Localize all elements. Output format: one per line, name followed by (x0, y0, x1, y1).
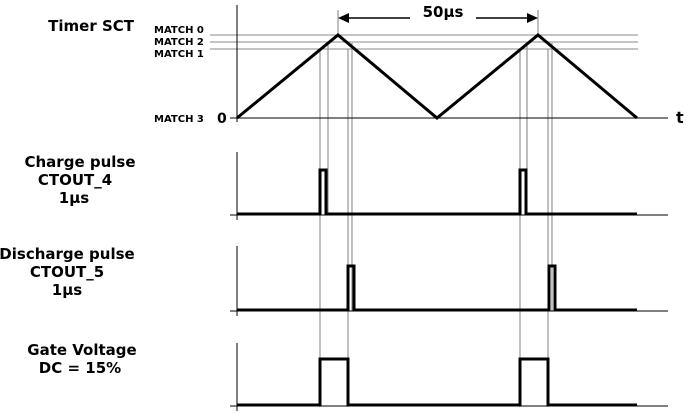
match2-label: MATCH 2 (154, 37, 204, 48)
match3-label: MATCH 3 (154, 114, 204, 125)
discharge-pulse-title: Discharge pulse (0, 245, 135, 263)
discharge-pulse-output: CTOUT_5 (30, 263, 104, 281)
discharge-pulse-waveform (237, 264, 637, 312)
gate-voltage-waveform (237, 357, 637, 407)
period-label-bg (410, 3, 476, 21)
discharge-pulse-width: 1µs (52, 281, 82, 299)
gate-voltage-duty: DC = 15% (39, 359, 121, 377)
match-level-lines (210, 34, 638, 50)
time-axis-label: t (676, 108, 684, 127)
charge-pulse-width: 1µs (59, 189, 89, 207)
charge-pulse-waveform (237, 168, 637, 216)
match-guide-lines (319, 10, 553, 407)
period-label: 50µs (423, 3, 464, 21)
zero-label: 0 (217, 111, 227, 127)
timer-triangle-waveform (236, 33, 638, 120)
match0-label: MATCH 0 (154, 25, 204, 36)
timer-title: Timer SCT (48, 17, 135, 35)
match1-label: MATCH 1 (154, 49, 204, 60)
charge-pulse-output: CTOUT_4 (38, 171, 112, 189)
charge-pulse-title: Charge pulse (25, 153, 136, 171)
gate-voltage-title: Gate Voltage (27, 341, 136, 359)
